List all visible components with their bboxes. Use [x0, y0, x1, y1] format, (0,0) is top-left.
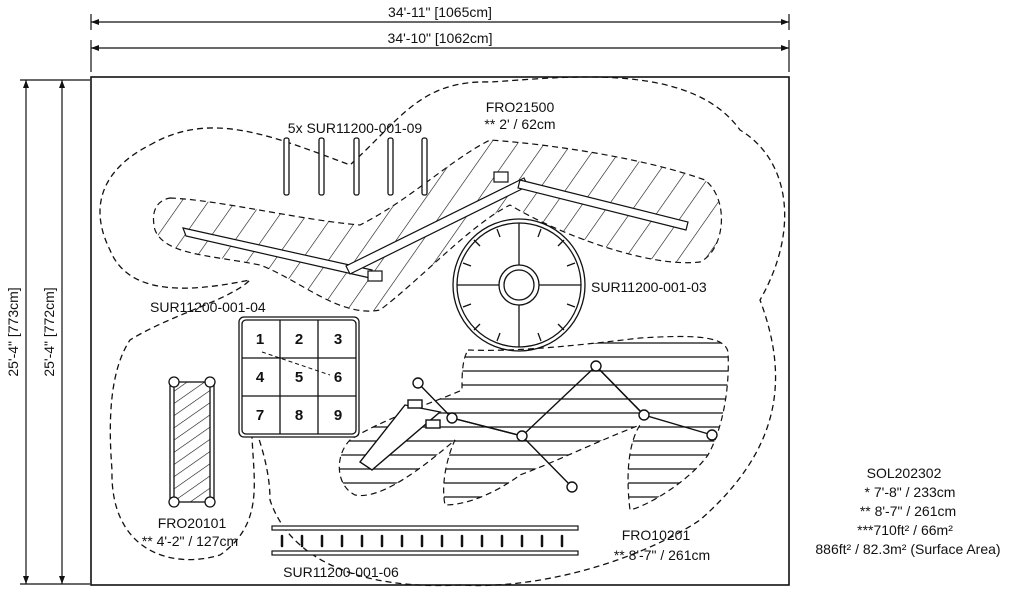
grid-panel-numbers: 1 2 3 4 5 6 7 8 9 [256, 331, 342, 424]
summary-line-1: * 7'-8" / 233cm [865, 484, 956, 500]
grid-number: 4 [256, 369, 265, 386]
spinner-label: SUR11200-001-03 [591, 279, 707, 295]
summary-line-4: 886ft² / 82.3m² (Surface Area) [815, 541, 1000, 557]
width-dimension-inner [90, 40, 790, 72]
width-dimension-inner-label: 34'-10" [1062cm] [388, 30, 493, 46]
spinner-sur11200-001-03 [452, 218, 586, 352]
fro20101-ladder [168, 376, 216, 508]
fro10201-joints [412, 360, 718, 493]
posts-sur11200-001-09 [283, 137, 428, 196]
safety-zone-outline [99, 76, 786, 587]
grid-number: 9 [334, 407, 342, 424]
grid-number: 3 [334, 331, 342, 348]
fro10201-code: FRO10201 [622, 527, 691, 543]
bar-panel-label: SUR11200-001-06 [283, 564, 399, 580]
height-dimension-inner-label: 25'-4" [772cm] [41, 287, 57, 376]
grid-number: 2 [295, 331, 303, 348]
bar-panel-sur11200-001-06 [271, 525, 579, 556]
fro21500-code: FRO21500 [486, 99, 555, 115]
summary-line-3: ***710ft² / 66m² [857, 522, 953, 538]
fro10201-spec: ** 8'-7" / 261cm [614, 547, 710, 563]
summary-line-2: ** 8'-7" / 261cm [860, 503, 956, 519]
grid-panel-sur11200-001-04 [238, 316, 360, 438]
fro20101-code: FRO20101 [158, 515, 227, 531]
fro10201-fall-zone [338, 335, 729, 511]
fro21500-beams [182, 171, 689, 282]
fro21500-spec: ** 2' / 62cm [484, 116, 555, 132]
width-dimension-outer-label: 34'-11" [1065cm] [388, 4, 492, 20]
grid-number: 7 [256, 407, 264, 424]
height-dimension-outer-label: 25'-4" [773cm] [5, 287, 21, 376]
grid-number: 8 [295, 407, 303, 424]
summary-block: SOL202302 * 7'-8" / 233cm ** 8'-7" / 261… [815, 465, 1000, 557]
grid-number: 5 [295, 369, 303, 386]
fro20101-spec: ** 4'-2" / 127cm [142, 533, 238, 549]
grid-number: 6 [334, 369, 342, 386]
grid-number: 1 [256, 331, 264, 348]
grid-panel-label: SUR11200-001-04 [150, 299, 266, 315]
summary-code: SOL202302 [867, 465, 942, 481]
posts-label: 5x SUR11200-001-09 [288, 120, 423, 136]
width-dimension-outer [90, 14, 790, 30]
site-boundary [90, 76, 790, 586]
height-dimension-inner [59, 80, 65, 584]
height-dimension-outer [20, 79, 90, 585]
